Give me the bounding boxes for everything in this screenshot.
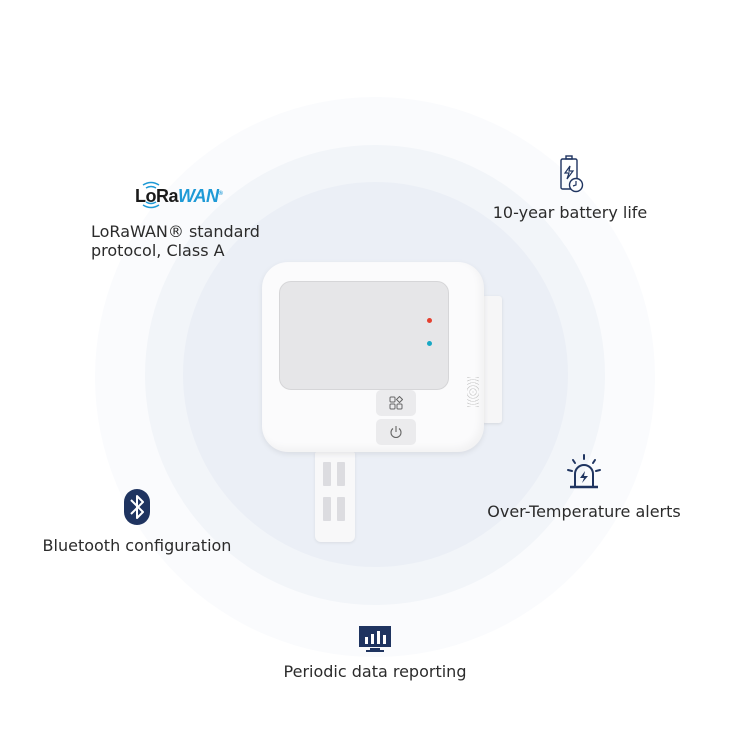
probe-slot — [323, 462, 331, 486]
feature-battery: 10-year battery life — [470, 155, 670, 222]
device-screen — [279, 281, 449, 390]
logo-lora: LoRa — [135, 186, 179, 206]
menu-button[interactable] — [376, 390, 416, 416]
alerts-label: Over-Temperature alerts — [487, 502, 681, 521]
logo-wan: WAN — [178, 186, 219, 206]
lorawan-description: LoRaWAN® standard protocol, Class A — [91, 222, 260, 260]
probe-slot — [337, 462, 345, 486]
battery-label: 10-year battery life — [492, 203, 648, 222]
status-led-blue — [427, 341, 432, 346]
monitor-chart-icon — [359, 626, 391, 652]
battery-clock-icon — [560, 155, 584, 193]
apps-icon — [389, 396, 403, 410]
reporting-label: Periodic data reporting — [283, 662, 467, 681]
bluetooth-label: Bluetooth configuration — [42, 536, 232, 555]
logo-registered: ® — [218, 191, 223, 197]
signal-waves-icon — [142, 181, 160, 209]
lorawan-line-2: protocol, Class A — [91, 241, 225, 260]
probe-slot — [323, 497, 331, 521]
device-mount-clip — [482, 296, 502, 423]
bluetooth-icon — [124, 489, 150, 525]
power-icon — [390, 426, 402, 439]
feature-lorawan: LoRaWAN® LoRaWAN® standard protocol, Cla… — [91, 180, 260, 260]
device-body — [262, 262, 484, 452]
alarm-beacon-icon — [567, 454, 601, 489]
device-sensor-probe — [315, 452, 355, 542]
speaker-grille — [467, 377, 479, 407]
probe-slot — [337, 497, 345, 521]
status-led-red — [427, 318, 432, 323]
lorawan-line-1: LoRaWAN® standard — [91, 222, 260, 241]
feature-bluetooth: Bluetooth configuration — [22, 488, 252, 555]
feature-reporting: Periodic data reporting — [260, 625, 490, 681]
feature-alerts: Over-Temperature alerts — [470, 452, 698, 521]
power-button[interactable] — [376, 419, 416, 445]
lorawan-logo: LoRaWAN® — [135, 180, 260, 210]
